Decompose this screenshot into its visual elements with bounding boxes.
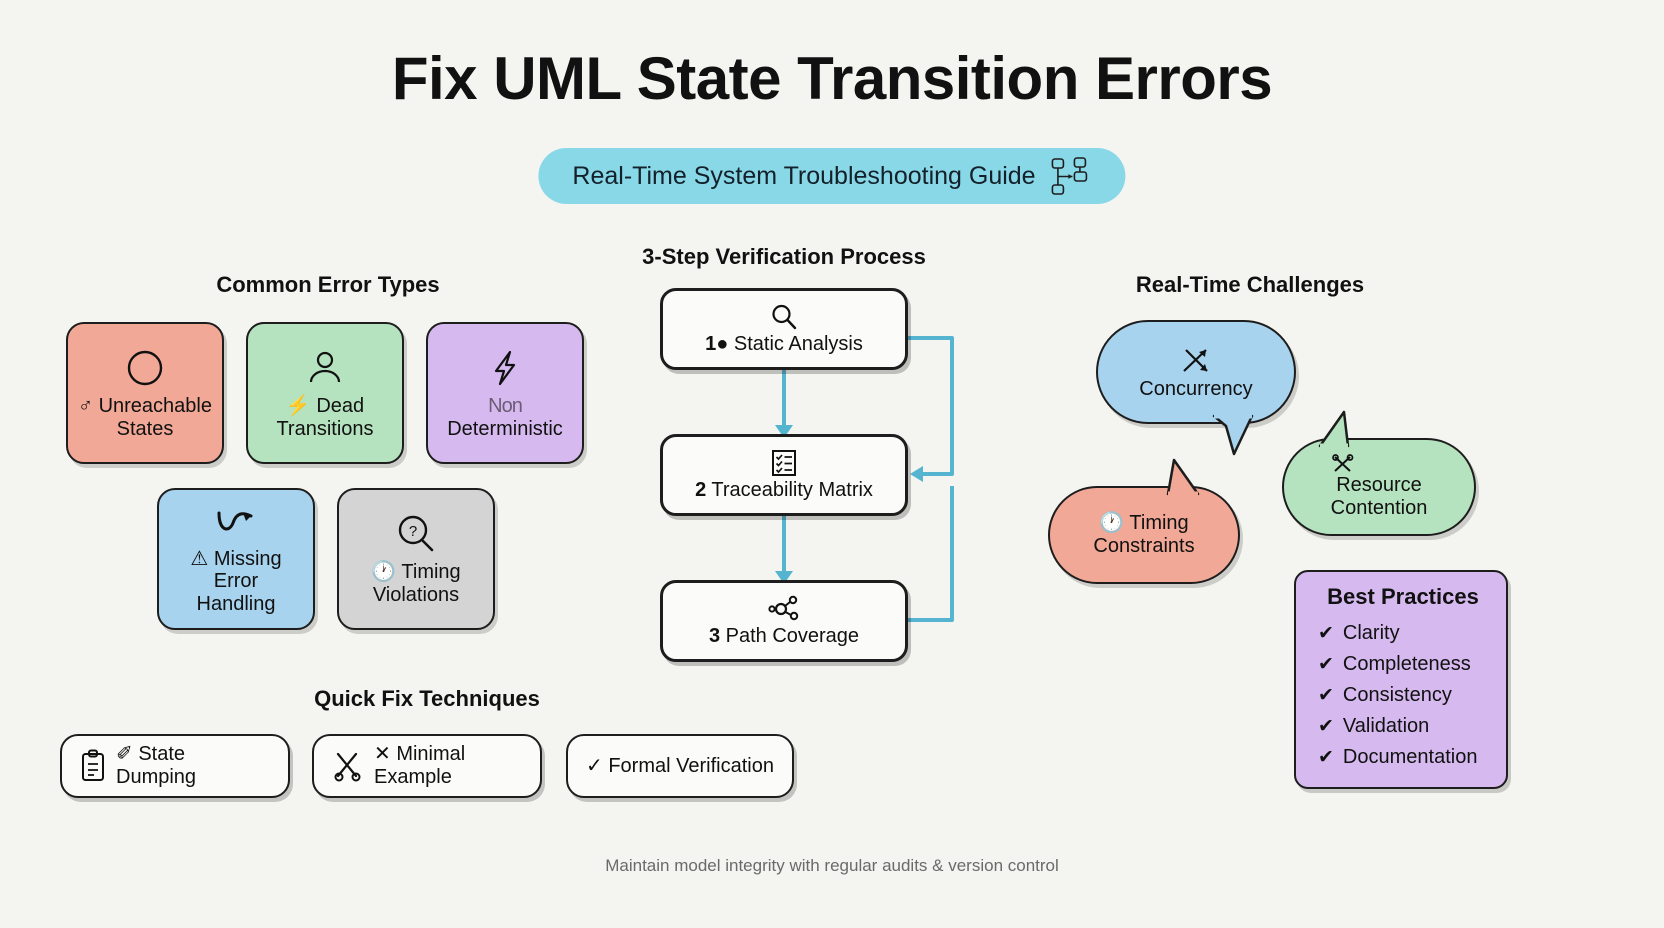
error-card-label: ⚠ Missing Error Handling xyxy=(190,547,282,616)
uml-state-diagram-icon xyxy=(1050,155,1092,197)
error-card-non-deterministic[interactable]: Non Deterministic xyxy=(426,322,584,464)
challenge-bubble-timing-constraints[interactable]: 🕐 Timing Constraints xyxy=(1048,458,1240,584)
error-card-label: Non Deterministic xyxy=(447,395,563,440)
flow-step-label: 2 Traceability Matrix xyxy=(695,479,873,501)
error-card-timing-violations[interactable]: ? 🕐 Timing Violations xyxy=(337,488,495,630)
search-question-icon: ? xyxy=(394,509,438,559)
section-heading-verification: 3-Step Verification Process xyxy=(642,244,926,269)
pin-icon: ✐ xyxy=(116,743,133,766)
bubble-tail-timing-constraints xyxy=(1154,454,1210,496)
flow-step-label: 1● Static Analysis xyxy=(705,333,863,355)
error-card-missing-error-handling[interactable]: ⚠ Missing Error Handling xyxy=(157,488,315,630)
scissors-icon xyxy=(332,750,364,782)
check-icon: ✔ xyxy=(1318,716,1334,737)
scissors-x-icon xyxy=(1331,454,1428,474)
best-practice-item: ✔ Completeness xyxy=(1318,649,1488,680)
quickfix-pill-minimal-example[interactable]: ✕ Minimal Example xyxy=(312,734,542,798)
best-practice-label: Validation xyxy=(1342,715,1430,737)
user-icon xyxy=(303,343,347,393)
svg-text:?: ? xyxy=(409,523,417,540)
check-icon: ✔ xyxy=(1318,654,1334,675)
challenge-bubble-resource-contention[interactable]: Resource Contention xyxy=(1282,410,1476,536)
clock-icon: 🕐 xyxy=(1099,512,1125,534)
clock-icon: 🕐 xyxy=(371,561,397,584)
best-practices-title: Best Practices xyxy=(1327,584,1479,609)
error-card-label: ⚡ Dead Transitions xyxy=(276,395,374,440)
transition-arrow-icon xyxy=(211,500,261,546)
error-card-dead-transitions[interactable]: ⚡ Dead Transitions xyxy=(246,322,404,464)
section-heading-errors: Common Error Types xyxy=(216,272,440,297)
section-heading-challenges: Real-Time Challenges xyxy=(1135,272,1365,297)
check-icon: ✔ xyxy=(1318,623,1334,644)
flow-connectors xyxy=(775,336,954,622)
best-practice-label: Clarity xyxy=(1342,622,1400,644)
quickfix-label: ✓ Formal Verification xyxy=(586,754,774,777)
subtitle-pill: Real-Time System Troubleshooting Guide xyxy=(538,148,1126,204)
flow-step-traceability-matrix[interactable]: 2 Traceability Matrix xyxy=(660,434,908,516)
quickfix-label: ✕ Minimal Example xyxy=(374,743,466,788)
quickfix-pill-state-dumping[interactable]: ✐ State Dumping xyxy=(60,734,290,798)
subtitle-text: Real-Time System Troubleshooting Guide xyxy=(572,161,1036,190)
flow-step-path-coverage[interactable]: 3 Path Coverage xyxy=(660,580,908,662)
best-practice-label: Documentation xyxy=(1342,746,1478,768)
quickfix-label: ✐ State Dumping xyxy=(116,743,197,788)
bolt-icon: ⚡ xyxy=(285,395,311,418)
best-practice-label: Completeness xyxy=(1342,653,1471,675)
error-card-label: 🕐 Timing Violations xyxy=(371,561,461,606)
best-practice-item: ✔ Documentation xyxy=(1318,742,1488,773)
quickfix-pill-formal-verification[interactable]: ✓ Formal Verification xyxy=(566,734,794,798)
circle-icon xyxy=(123,343,167,393)
challenge-bubble-concurrency[interactable]: Concurrency xyxy=(1096,320,1296,456)
error-card-unreachable-states[interactable]: ♂ Unreachable States xyxy=(66,322,224,464)
checklist-icon xyxy=(770,448,798,478)
page-title: Fix UML State Transition Errors xyxy=(391,45,1273,112)
best-practice-item: ✔ Validation xyxy=(1318,711,1488,742)
magnifier-icon xyxy=(769,302,799,332)
mars-stroke-icon: ♂ xyxy=(78,395,93,418)
challenge-label: 🕐 Timing Constraints xyxy=(1093,512,1195,557)
flow-step-static-analysis[interactable]: 1● Static Analysis xyxy=(660,288,908,370)
bubble-tail-concurrency xyxy=(1208,414,1268,458)
share-nodes-icon xyxy=(768,594,800,624)
best-practice-item: ✔ Consistency xyxy=(1318,680,1488,711)
warning-triangle-icon: ⚠ xyxy=(190,547,209,570)
check-icon: ✓ xyxy=(586,754,603,777)
cross-icon: ✕ xyxy=(374,743,391,766)
bubble-tail-resource-contention xyxy=(1308,406,1364,448)
footer-note: Maintain model integrity with regular au… xyxy=(605,856,1059,875)
flow-step-label: 3 Path Coverage xyxy=(708,625,860,647)
check-icon: ✔ xyxy=(1318,685,1334,706)
zap-icon xyxy=(483,343,527,393)
best-practices-box: Best Practices ✔ Clarity ✔ Completeness … xyxy=(1294,570,1508,789)
challenge-label: Resource Contention xyxy=(1331,454,1428,520)
shuffle-arrows-icon xyxy=(1179,344,1213,376)
error-card-label: ♂ Unreachable States xyxy=(78,395,212,440)
best-practice-label: Consistency xyxy=(1342,684,1452,706)
check-icon: ✔ xyxy=(1318,747,1334,768)
challenge-label: Concurrency xyxy=(1139,377,1253,400)
section-heading-quickfix: Quick Fix Techniques xyxy=(314,686,540,711)
best-practice-item: ✔ Clarity xyxy=(1318,618,1488,649)
clipboard-icon xyxy=(80,749,106,783)
